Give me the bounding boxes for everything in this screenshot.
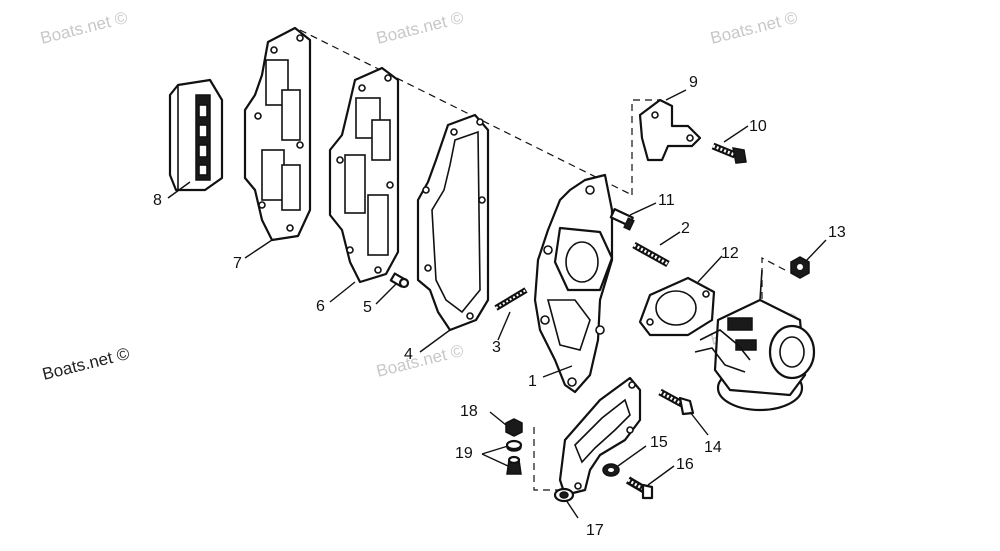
- leader-18: [489, 411, 507, 426]
- lower-fasteners: [505, 418, 523, 475]
- leader-5: [375, 283, 397, 305]
- leader-19a: [481, 445, 509, 455]
- watermark-2: Boats.net ©: [374, 8, 465, 48]
- leader-4: [419, 329, 451, 353]
- leader-13: [804, 239, 827, 263]
- grommet: [553, 487, 575, 503]
- watermark-3: Boats.net ©: [708, 8, 799, 48]
- leader-3: [497, 311, 511, 341]
- leader-10: [723, 125, 749, 143]
- watermark-6: Boats.net ©: [40, 344, 131, 384]
- washer: [602, 463, 620, 477]
- stud-left: [494, 287, 528, 311]
- leader-16: [647, 465, 675, 486]
- leader-11: [629, 202, 657, 216]
- callout-1: 1: [528, 373, 537, 390]
- callout-17: 17: [586, 522, 604, 539]
- leader-lines: [167, 89, 827, 519]
- leader-7: [244, 239, 273, 259]
- alignment-line-upper: [299, 29, 633, 196]
- leader-1: [542, 365, 573, 378]
- leader-8: [167, 181, 191, 199]
- callout-9: 9: [689, 74, 698, 91]
- bolt-bottom: [625, 476, 654, 500]
- leader-9: [665, 89, 687, 101]
- watermark-1: Boats.net ©: [38, 8, 129, 48]
- gasket-middle: [328, 66, 400, 284]
- leader-6: [329, 281, 356, 303]
- carburetor-gasket: [638, 276, 716, 337]
- callout-10: 10: [749, 118, 767, 135]
- callout-15: 15: [650, 434, 668, 451]
- gasket-front: [416, 113, 490, 332]
- bracket-upper: [638, 98, 702, 162]
- nut-guide-line: [761, 257, 786, 300]
- callout-11: 11: [658, 192, 675, 209]
- callout-3: 3: [492, 339, 501, 356]
- bolt-lower: [658, 388, 695, 416]
- callout-7: 7: [233, 255, 242, 272]
- callout-5: 5: [363, 299, 372, 316]
- nut: [790, 256, 810, 279]
- callout-19: 19: [455, 445, 473, 462]
- stud-right: [632, 241, 670, 268]
- bolt-upper: [711, 142, 747, 164]
- leader-2: [659, 231, 681, 246]
- fitting: [609, 208, 635, 231]
- callout-2: 2: [681, 220, 690, 237]
- callout-16: 16: [676, 456, 694, 473]
- alignment-line-bracket: [631, 99, 660, 195]
- gasket-rear: [243, 26, 312, 242]
- callout-13: 13: [828, 224, 846, 241]
- callout-6: 6: [316, 298, 325, 315]
- callout-18: 18: [460, 403, 478, 420]
- lower-bracket-guide: [533, 427, 560, 491]
- screw-small: [389, 272, 410, 289]
- intake-manifold: [533, 173, 614, 394]
- callout-12: 12: [721, 245, 739, 262]
- watermark-4: Boats.net ©: [374, 341, 465, 381]
- leader-14: [689, 411, 709, 436]
- callout-labels: 1 2 3 4 5 6 7 8 9 10 11 12 13 14 15 16 1…: [153, 74, 846, 539]
- leader-15: [617, 445, 647, 467]
- callout-4: 4: [404, 346, 413, 363]
- callout-8: 8: [153, 192, 162, 209]
- leader-17: [565, 499, 579, 519]
- leader-19b: [481, 453, 509, 467]
- bracket-lower: [558, 376, 642, 497]
- callout-14: 14: [704, 439, 722, 456]
- leader-12: [697, 255, 723, 283]
- reed-valve-block: [168, 78, 224, 192]
- carburetor: [694, 269, 816, 412]
